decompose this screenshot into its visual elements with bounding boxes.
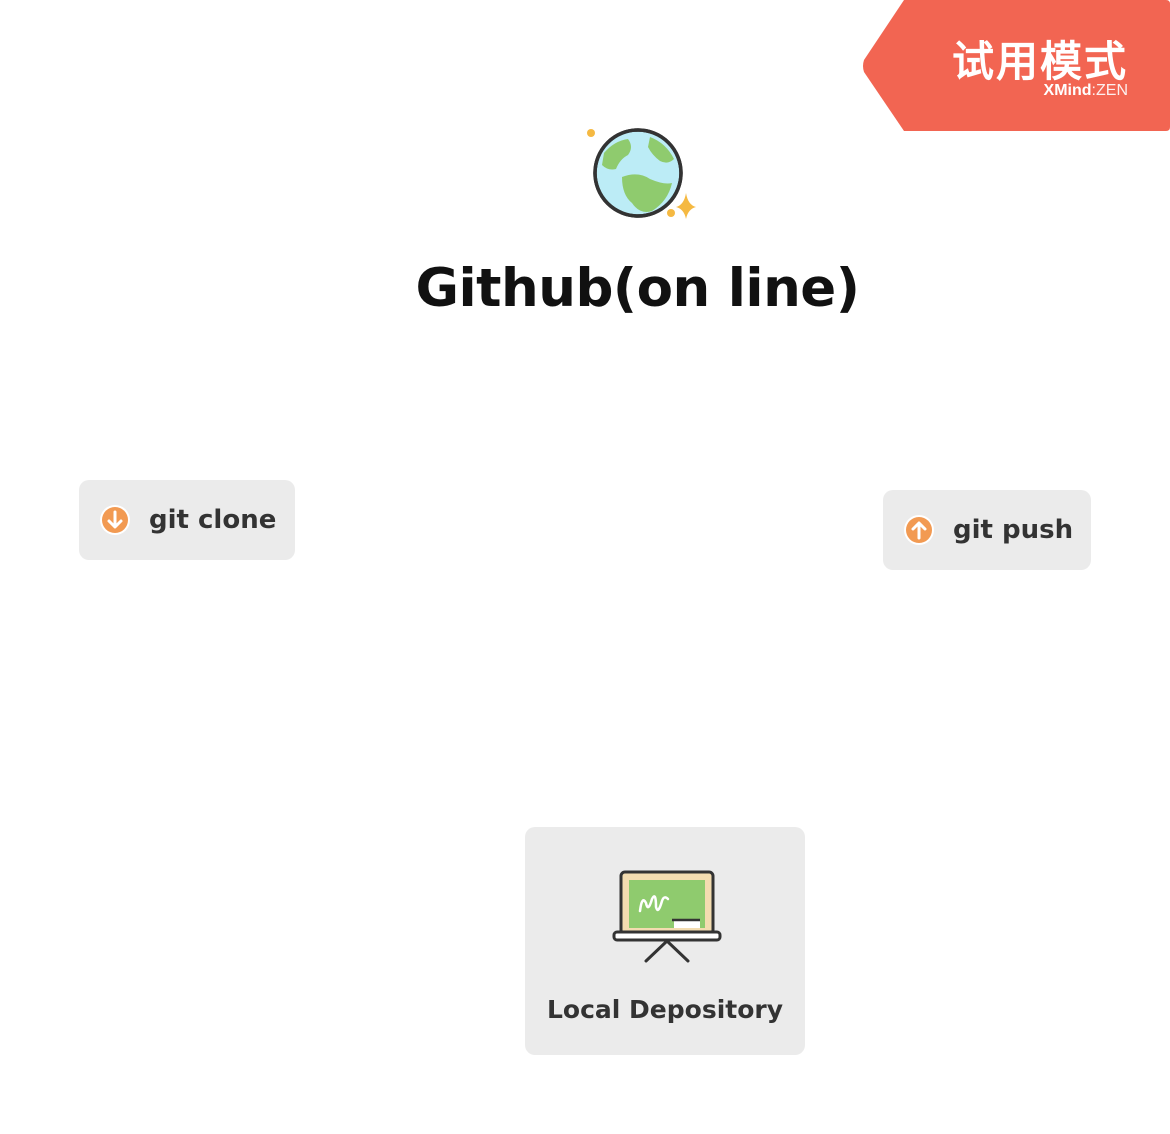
topic-git-clone[interactable]: git clone bbox=[79, 480, 295, 560]
chalkboard-icon bbox=[612, 869, 722, 963]
arrow-down-circle-icon bbox=[99, 504, 131, 536]
xmind-zen-logo: XMind:ZEN bbox=[1044, 82, 1128, 100]
trial-mode-title: 试用模式 bbox=[951, 37, 1128, 86]
topic-label: git clone bbox=[149, 505, 277, 535]
trial-mode-badge[interactable]: 试用模式 XMind:ZEN bbox=[862, 0, 1170, 131]
arrow-up-circle-icon bbox=[903, 514, 935, 546]
globe-icon bbox=[582, 125, 698, 225]
brand-name: XMind bbox=[1043, 82, 1092, 99]
topic-label: Local Depository bbox=[546, 995, 784, 1024]
topic-local-depository[interactable]: Local Depository bbox=[525, 827, 805, 1055]
topic-label: git push bbox=[953, 515, 1074, 545]
central-topic-title[interactable]: Github(on line) bbox=[415, 258, 860, 319]
brand-edition: :ZEN bbox=[1091, 82, 1128, 99]
topic-git-push[interactable]: git push bbox=[883, 490, 1091, 570]
badge-shape bbox=[863, 0, 1170, 131]
